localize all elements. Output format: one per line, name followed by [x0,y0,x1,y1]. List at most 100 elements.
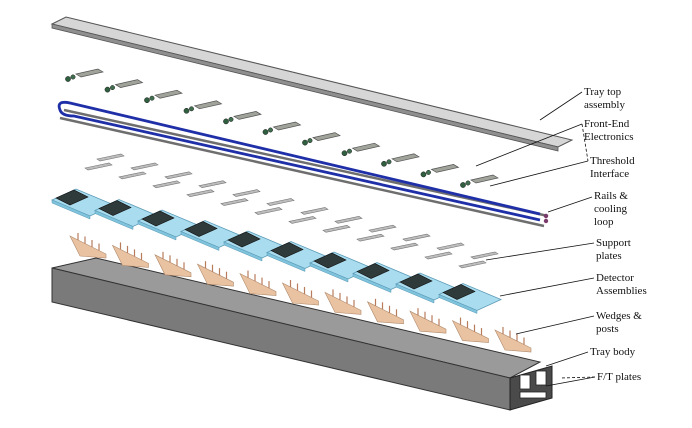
detector-chip [141,210,175,227]
fee-connector [183,107,190,114]
fee-board [272,121,302,131]
support-plate [198,180,227,189]
fee-board [233,111,262,120]
fee-connector [70,74,76,80]
wedge [196,263,234,287]
support-plate [424,251,453,260]
fee-board [154,89,183,99]
label-front-end-electronics: Front-End Electronics [584,118,634,143]
fee-connector [381,160,387,167]
label-detector-assemblies: Detector Assemblies [596,272,647,297]
ft-plate [535,370,547,386]
support-plate [334,215,363,224]
ft-plate [519,374,531,390]
fee-connector [386,159,392,165]
front-end-electronics [65,68,499,188]
detector-chip [313,252,347,269]
wedge [451,319,489,343]
fee-board [114,79,144,88]
wedge [111,244,149,268]
fee-connector [307,138,313,144]
fee-board [351,142,381,152]
detector-slab-edge [309,262,349,283]
fee-board [470,174,499,184]
fee-connector [420,171,427,178]
leader-line [489,160,589,187]
fee-connector [262,129,269,135]
support-plate [368,224,397,233]
fee-connector [65,76,71,82]
leader-line [475,123,583,167]
support-plate [458,260,487,269]
support-plate [84,162,113,171]
label-wedges-posts: Wedges & posts [596,310,642,335]
wedge [366,301,404,325]
detector-chip [227,231,261,248]
fee-connector [189,106,194,112]
detector-slab-edge [51,199,91,220]
leader-line [539,91,583,121]
support-plate [186,189,215,198]
fee-connector [104,86,111,93]
fee-connector [465,180,471,186]
leader-line [547,196,593,213]
fee-connector [228,116,234,122]
tray-top-edge [51,23,559,152]
detector-chip [399,273,433,290]
wedges-and-posts [69,233,532,353]
support-plate [232,189,261,197]
fee-connector [347,148,352,154]
label-tray-top: Tray top assembly [584,86,625,111]
wedge [494,329,532,353]
fee-connector [268,127,273,133]
wedge [69,235,107,259]
label-ft-plates: F/T plates [597,371,642,383]
wedge [239,272,277,296]
support-plate [96,153,125,162]
fee-board [430,164,460,173]
rails-and-cooling-loop [57,100,549,228]
support-plate [390,242,419,251]
cooling-loop-end [543,213,549,219]
detector-slab-edge [438,294,478,314]
support-plate [164,171,193,180]
leader-line [545,351,589,367]
wedge [409,310,447,334]
support-plate [266,198,295,206]
leader-line [485,242,595,261]
support-plate [322,224,351,233]
wedge [154,254,192,278]
fee-board [75,68,104,78]
fee-board [193,100,223,110]
label-rails-cooling-loop: Rails & cooling loop [594,190,628,228]
cooling-loop-end [543,218,549,224]
rail-front [59,116,545,228]
support-plate [220,198,249,206]
detector-chip [98,200,132,216]
detector-chip [442,284,476,300]
fee-connector [149,95,155,101]
leader-lines [475,91,596,387]
support-plate [288,216,317,224]
fee-connector [302,139,308,146]
fee-connector [110,85,115,91]
cooling-loop [57,100,541,222]
detector-slab-edge [223,241,263,262]
fee-connector [223,118,229,125]
support-plates [84,153,499,269]
detector-slab-edge [94,210,134,230]
detector-chip [55,189,89,206]
support-plate [470,251,499,260]
label-support-plates: Support plates [596,237,631,262]
ft-plate [519,391,547,399]
leader-line [499,277,595,297]
leader-line [581,123,589,162]
support-plate [152,180,181,189]
detector-slab-edge [137,220,177,241]
detector-slab-edge [352,273,392,293]
detector-assemblies [51,188,502,314]
fee-board [312,132,341,141]
support-plate [118,171,147,180]
support-plate [254,207,283,215]
